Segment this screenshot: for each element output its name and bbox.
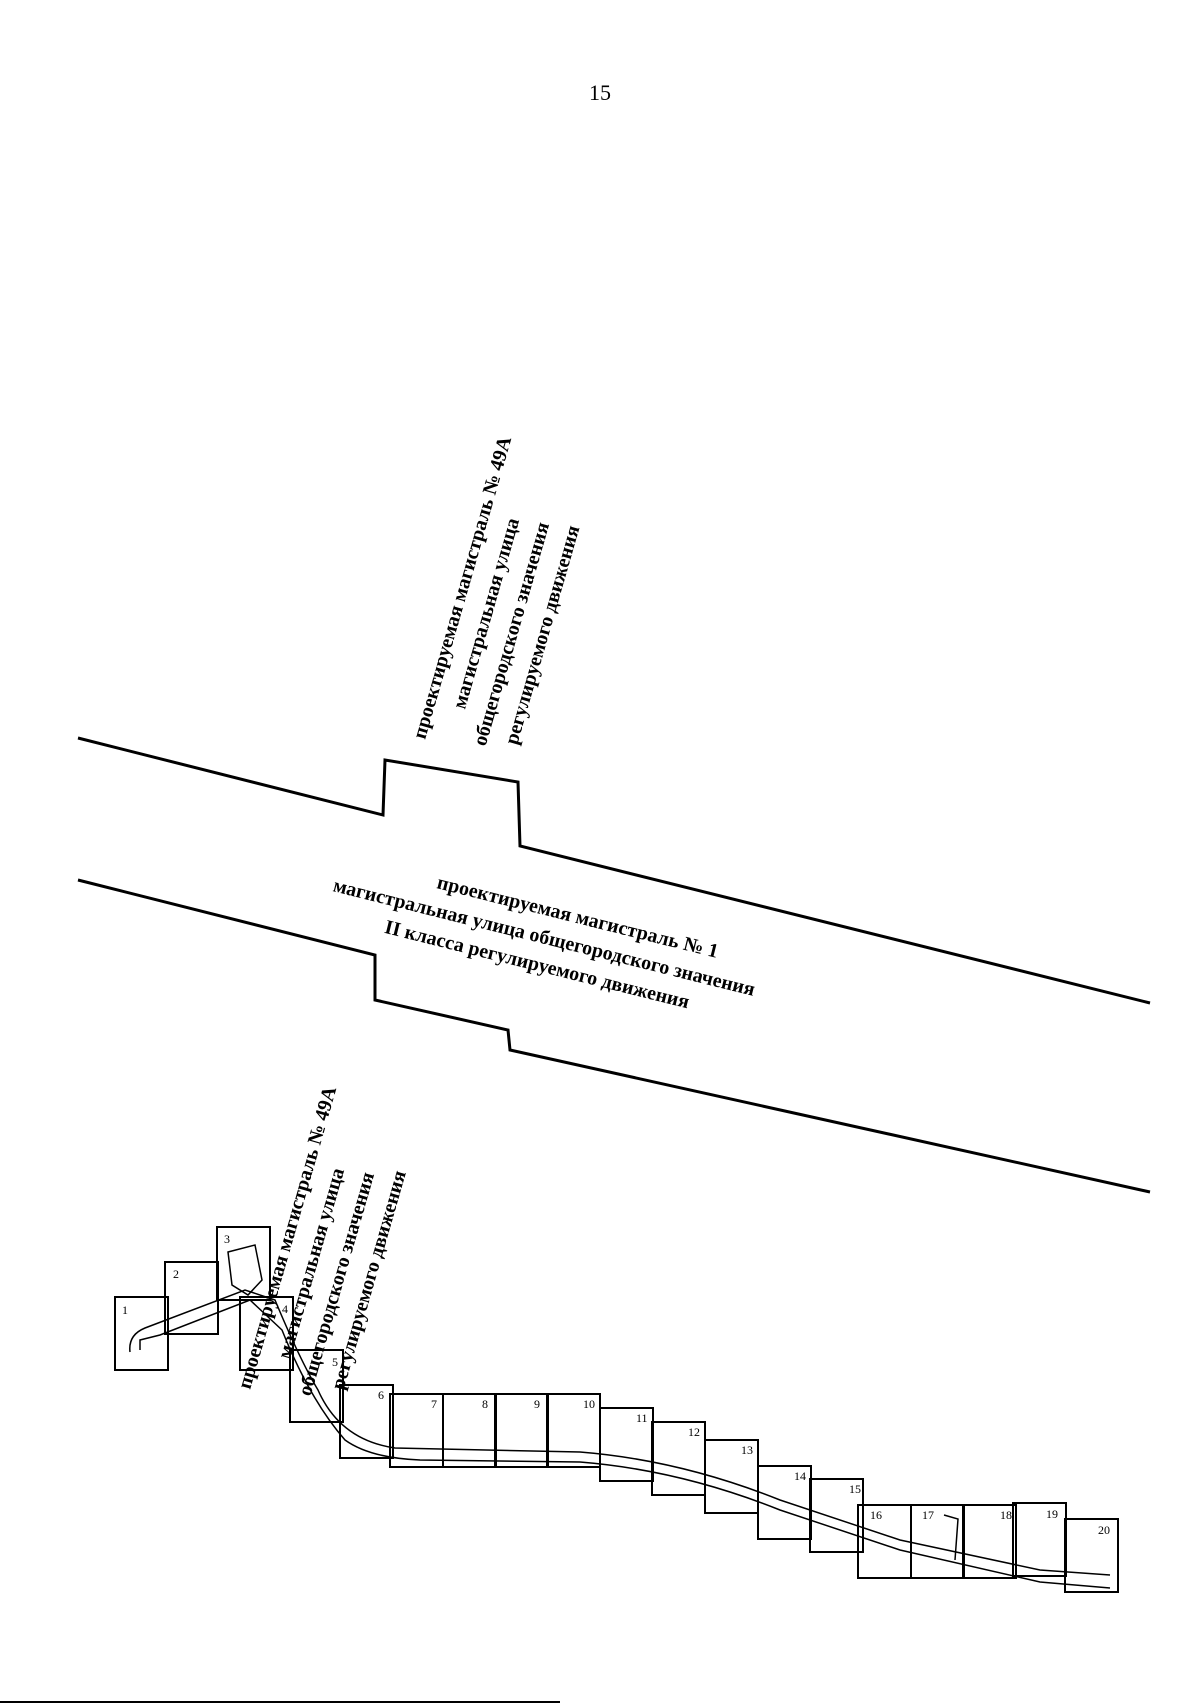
label-road-49a-top: проектируемая магистраль № 49А магистрал…	[409, 433, 585, 748]
sheet-number: 7	[431, 1397, 437, 1411]
sheet-number: 2	[173, 1267, 179, 1281]
road-1-south-boundary	[77, 878, 1151, 1194]
route-line-upper	[129, 1289, 1111, 1576]
sheet-20[interactable]	[1064, 1518, 1119, 1593]
label-road-49a-bottom: проектируемая магистраль № 49А магистрал…	[234, 1083, 411, 1398]
sheet-number: 15	[849, 1482, 861, 1496]
sheet-3[interactable]	[216, 1226, 271, 1301]
sheet-number: 17	[922, 1508, 934, 1522]
sheet-19[interactable]	[1012, 1502, 1067, 1577]
route-spur-3	[227, 1244, 263, 1296]
sheet-number: 13	[741, 1443, 753, 1457]
sheet-8[interactable]	[442, 1393, 497, 1468]
sheet-number: 14	[794, 1469, 806, 1483]
page-number: 15	[589, 80, 611, 105]
sheet-frames	[114, 1226, 1119, 1593]
sheet-9[interactable]	[494, 1393, 549, 1468]
sheet-number: 5	[332, 1355, 338, 1369]
sheet-number: 9	[534, 1397, 540, 1411]
sheet-number: 1	[122, 1303, 128, 1317]
sheet-16[interactable]	[857, 1504, 912, 1579]
sheet-number: 8	[482, 1397, 488, 1411]
sheet-number: 20	[1098, 1523, 1110, 1537]
sheet-number: 4	[282, 1302, 288, 1316]
sheet-number: 10	[583, 1397, 595, 1411]
sheet-15[interactable]	[809, 1478, 864, 1553]
label-road-1: проектируемая магистраль № 1 магистральн…	[331, 872, 757, 1014]
sheet-number: 12	[688, 1425, 700, 1439]
route-line-lower	[139, 1299, 1111, 1589]
sheet-number: 19	[1046, 1507, 1058, 1521]
sheet-6[interactable]	[339, 1384, 394, 1459]
sheet-18[interactable]	[962, 1504, 1017, 1579]
sheet-number: 18	[1000, 1508, 1012, 1522]
sheet-number: 11	[636, 1411, 648, 1425]
road-1-north-boundary	[77, 736, 1151, 1005]
route-alignment	[129, 1244, 1111, 1589]
sheet-numbers: 1 2 3 4 5 6 7 8 9 10 11 12 13 14 15 16 1…	[122, 1232, 1110, 1537]
sheet-number: 3	[224, 1232, 230, 1246]
sheet-number: 6	[378, 1388, 384, 1402]
route-spur-17	[943, 1514, 959, 1561]
sheet-number: 16	[870, 1508, 882, 1522]
